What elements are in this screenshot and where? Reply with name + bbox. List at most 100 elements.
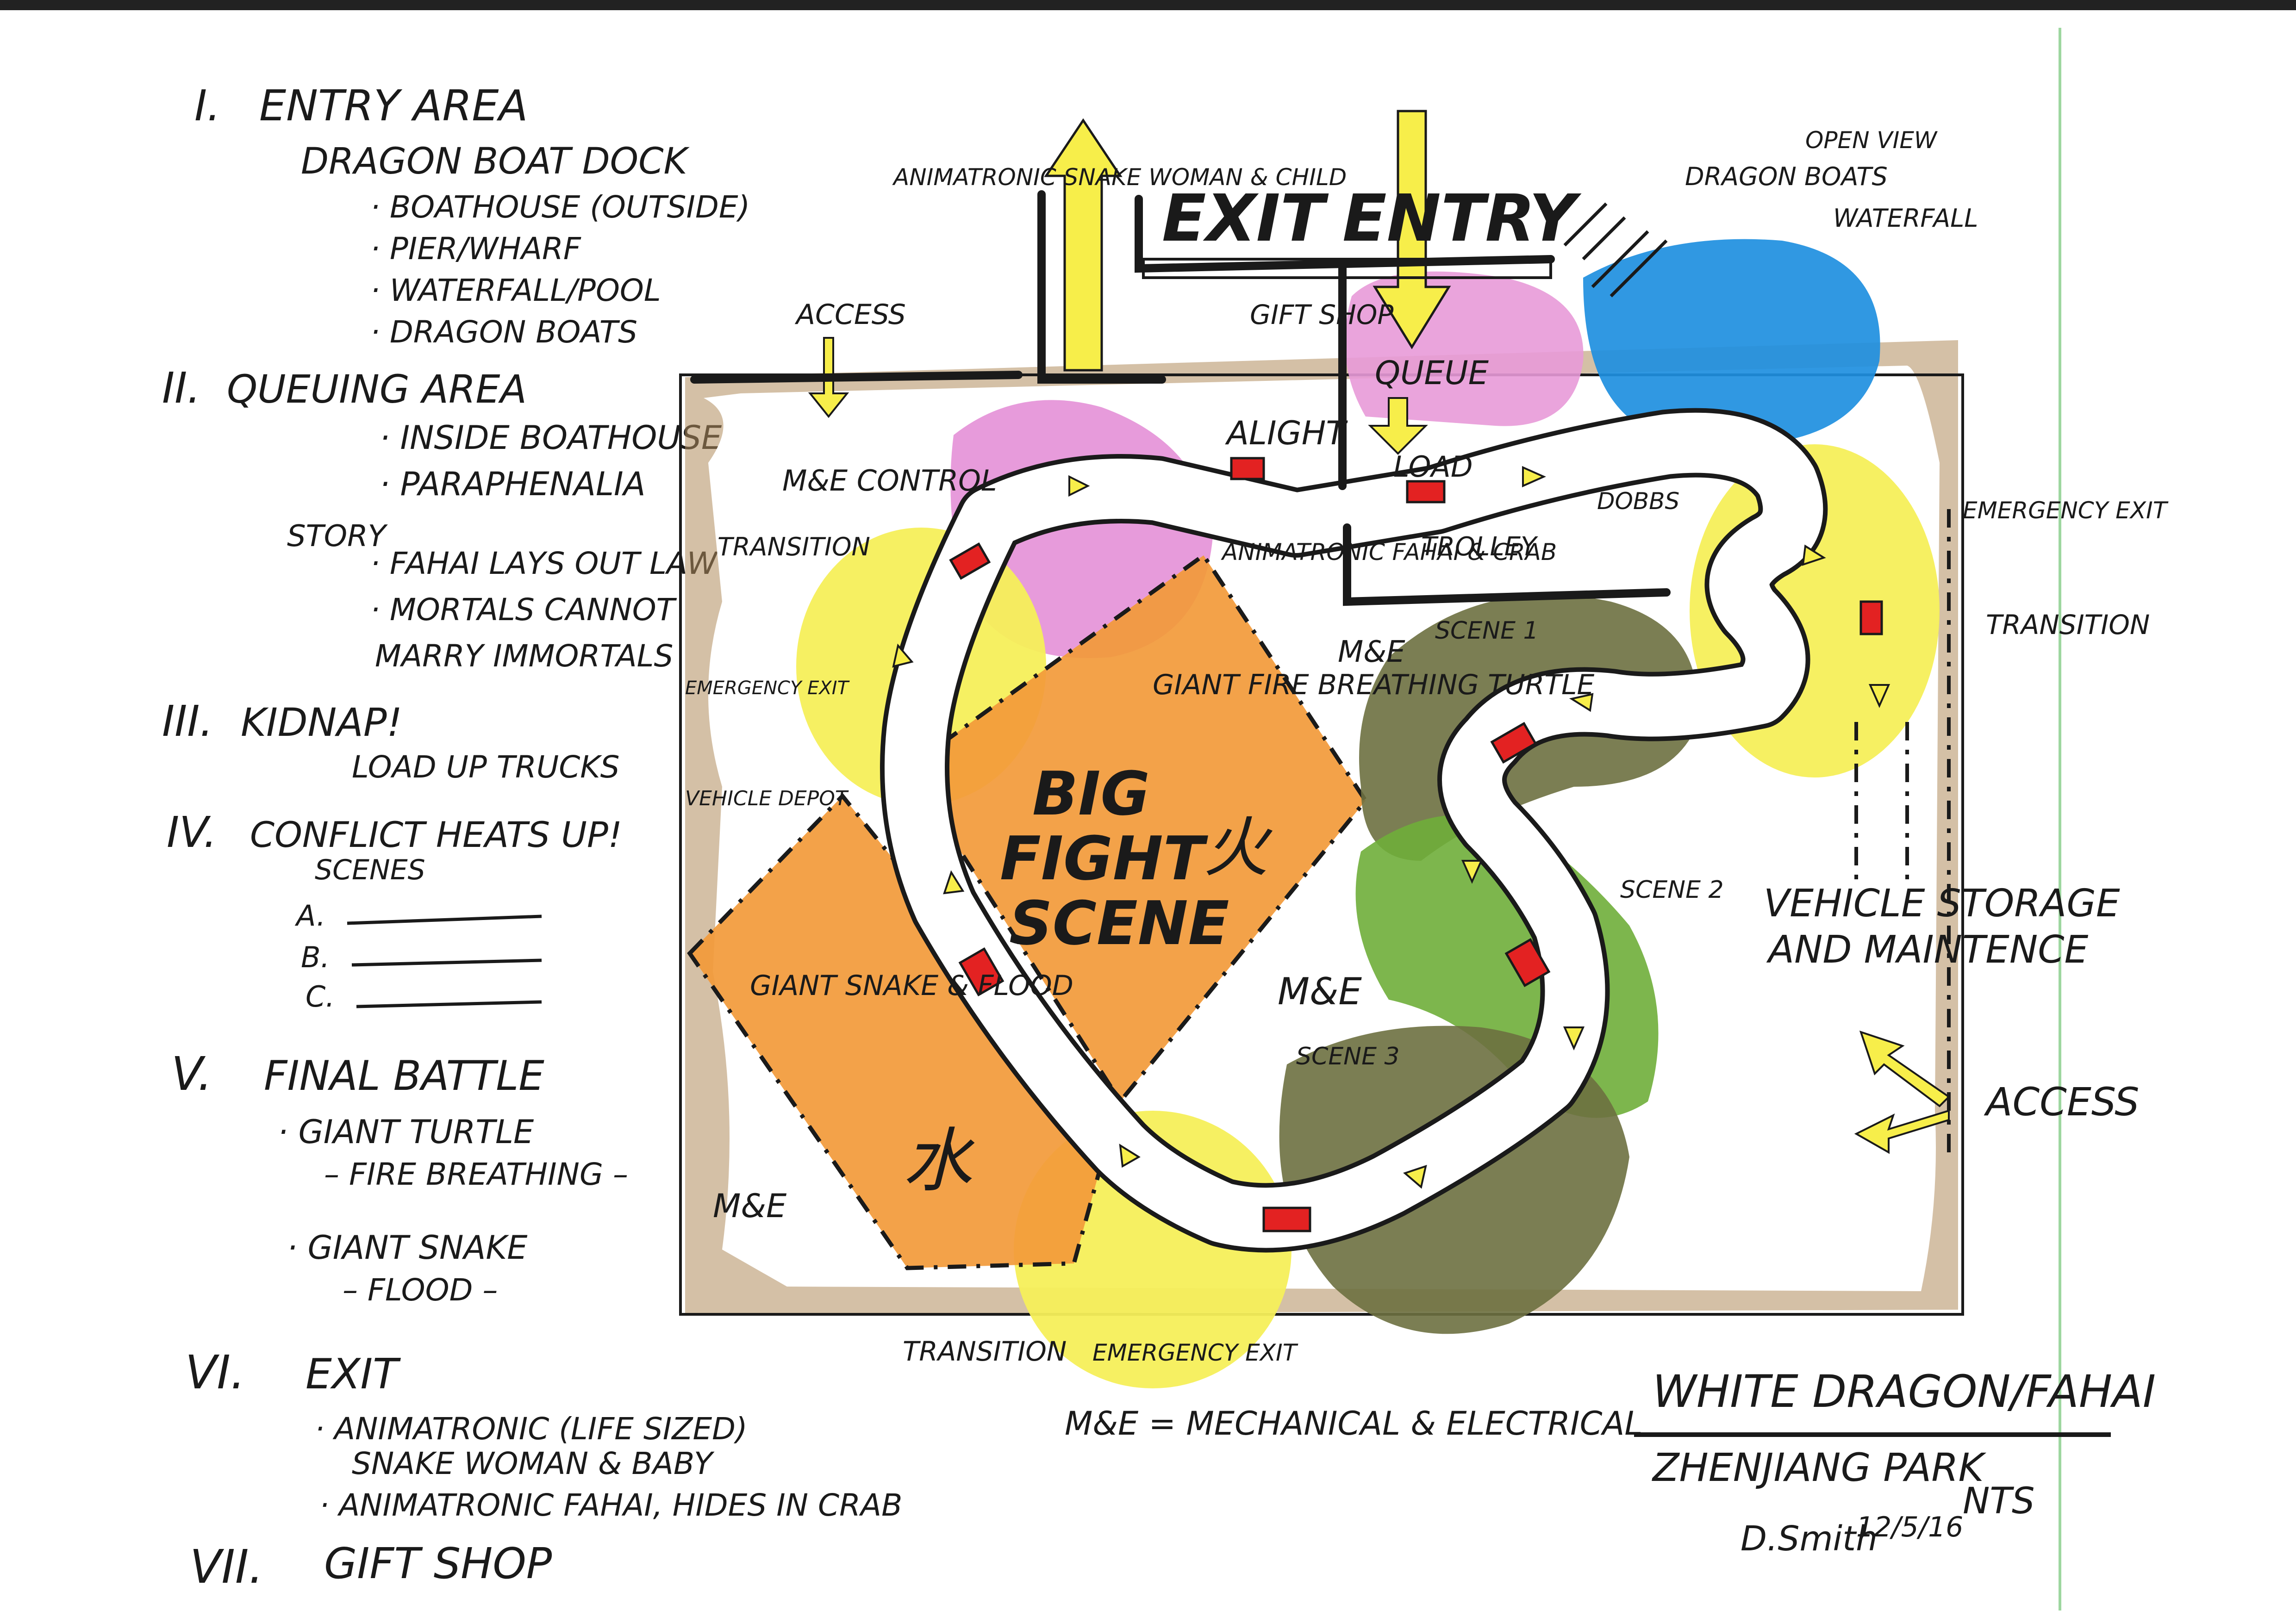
story-label: STORY [287, 519, 388, 553]
big-fight-line-1: BIG [1032, 759, 1150, 829]
me-control-label: M&E CONTROL [782, 464, 997, 497]
section-2-item: · PARAPHENALIA [380, 465, 646, 503]
scene-blank-line [347, 914, 542, 925]
trolley-label: TROLLEY [1421, 532, 1538, 562]
vehicle-storage-line-1: VEHICLE STORAGE [1764, 882, 2120, 926]
emergency-exit-bottom-label: EMERGENCY EXIT [1092, 1339, 1298, 1366]
section-1-title: ENTRY AREA [259, 81, 528, 131]
scene-1-label: SCENE 1 [1435, 617, 1539, 645]
exit-label: EXIT [1162, 181, 1329, 256]
drawing-location: ZHENJIANG PARK [1652, 1445, 1987, 1490]
animatronic-snake-label: ANIMATRONIC SNAKE WOMAN & CHILD [892, 164, 1347, 191]
site-boundary-line [679, 373, 1964, 1316]
plan-labels: EXIT ENTRY GIFT SHOP QUEUE ALIGHT LOAD D… [685, 127, 2169, 1443]
section-6-item: · ANIMATRONIC FAHAI, HIDES IN CRAB [319, 1487, 902, 1523]
ride-vehicle [1504, 938, 1551, 988]
flow-arrow [1119, 1144, 1141, 1168]
dobbs-label: DOBBS [1597, 488, 1679, 515]
section-5-numeral: V. [171, 1047, 212, 1101]
scene-blank-line [356, 1000, 542, 1008]
transition-left-label: TRANSITION [718, 532, 870, 561]
section-4-title: CONFLICT HEATS UP! [250, 814, 622, 855]
section-1-item: · PIER/WHARF [370, 231, 581, 267]
me-label-1: M&E [1338, 635, 1405, 669]
load-label: LOAD [1393, 450, 1473, 484]
waterfall-label: WATERFALL [1833, 204, 1978, 233]
flow-arrow [892, 643, 914, 668]
exit-wall [1037, 190, 1166, 384]
dragon-boats [1563, 202, 1668, 298]
giant-snake-boundary [687, 793, 1113, 1270]
dragon-boat [1563, 202, 1608, 247]
transition-bottom-label: TRANSITION [903, 1336, 1067, 1367]
section-4-subtitle: SCENES [315, 854, 425, 886]
scene-blank-label: B. [301, 940, 330, 974]
site-plan: EXIT ENTRY GIFT SHOP QUEUE ALIGHT LOAD D… [679, 110, 2169, 1443]
exit-arrow [1044, 118, 1123, 372]
flow-arrow [943, 870, 965, 895]
section-5-item: – FLOOD – [343, 1272, 498, 1308]
story-item: MARRY IMMORTALS [375, 638, 673, 674]
section-6-item: SNAKE WOMAN & BABY [352, 1446, 715, 1481]
legend-list: I. ENTRY AREA DRAGON BOAT DOCK · BOATHOU… [162, 81, 902, 1594]
alight-label: ALIGHT [1225, 414, 1348, 452]
vehicle-storage-line-2: AND MAINTENCE [1766, 928, 2089, 972]
ride-vehicle [1406, 480, 1446, 504]
flow-arrow [1802, 544, 1826, 566]
big-fight-line-2: FIGHT [1000, 823, 1209, 894]
vehicle-storage-lines [1854, 509, 1951, 1157]
section-3-item: LOAD UP TRUCKS [352, 749, 619, 785]
giant-snake-label: GIANT SNAKE & FLOOD [750, 970, 1073, 1002]
section-7-numeral: VII. [190, 1540, 263, 1594]
signature: D.Smith [1741, 1519, 1878, 1559]
access-right-arrows [1854, 1030, 1951, 1154]
section-7-title: GIFT SHOP [324, 1539, 552, 1588]
big-fight-scene-area [907, 555, 1366, 1101]
vehicle-depot-label: VEHICLE DEPOT [685, 787, 849, 810]
boardwalk [1142, 258, 1552, 279]
dragon-boats-label: DRAGON BOATS [1685, 162, 1888, 191]
flow-arrow [1868, 684, 1890, 708]
flow-arrow [1522, 466, 1546, 488]
big-fight-line-3: SCENE [1009, 888, 1229, 958]
scan-border [0, 0, 2296, 10]
flow-arrow [1461, 860, 1483, 884]
section-1-item: · DRAGON BOATS [370, 314, 637, 350]
giant-snake-area [690, 796, 1111, 1268]
emergency-exit-right-label: EMERGENCY EXIT [1963, 497, 2169, 524]
flow-arrow [1569, 693, 1594, 712]
trolley-wall [1343, 523, 1671, 606]
water-character: 水 [903, 1121, 975, 1201]
entry-arrow [1373, 110, 1451, 349]
section-3-title: KIDNAP! [241, 700, 402, 745]
top-boundary-wall [690, 371, 1023, 384]
emergency-exit-left-label: EMERGENCY EXIT [685, 678, 850, 699]
me-label-3: M&E [713, 1187, 787, 1225]
story-item: · MORTALS CANNOT [370, 592, 677, 628]
story-item: · FAHAI LAYS OUT LAW [370, 546, 718, 581]
me-label-2: M&E [1278, 970, 1362, 1013]
section-5-item: – FIRE BREATHING – [324, 1157, 628, 1192]
ride-vehicles [949, 457, 1883, 1232]
queue-label: QUEUE [1375, 354, 1489, 392]
section-6-item: · ANIMATRONIC (LIFE SIZED) [315, 1411, 748, 1447]
scene-blank-label: A. [294, 899, 325, 933]
section-1-subtitle: DRAGON BOAT DOCK [301, 141, 690, 182]
flow-arrow [1403, 1164, 1427, 1189]
title-block: WHITE DRAGON/FAHAI ZHENJIANG PARK NTS D.… [1634, 1366, 2156, 1559]
ride-vehicle [958, 947, 1004, 997]
section-2-item: · INSIDE BOATHOUSE [380, 419, 722, 457]
ride-vehicle [1859, 600, 1883, 635]
entry-label: ENTRY [1342, 181, 1582, 256]
section-3-numeral: III. [162, 696, 213, 746]
section-5-item: · GIANT SNAKE [287, 1229, 528, 1267]
ride-vehicle [949, 542, 991, 580]
flow-arrow [1068, 475, 1090, 497]
open-view-label: OPEN VIEW [1805, 127, 1938, 154]
flow-arrows [892, 466, 1890, 1189]
section-2-numeral: II. [162, 363, 201, 413]
section-4-numeral: IV. [167, 808, 217, 857]
drawing-scale: NTS [1963, 1480, 2035, 1522]
giant-turtle-label: GIANT FIRE BREATHING TURTLE [1153, 669, 1594, 701]
